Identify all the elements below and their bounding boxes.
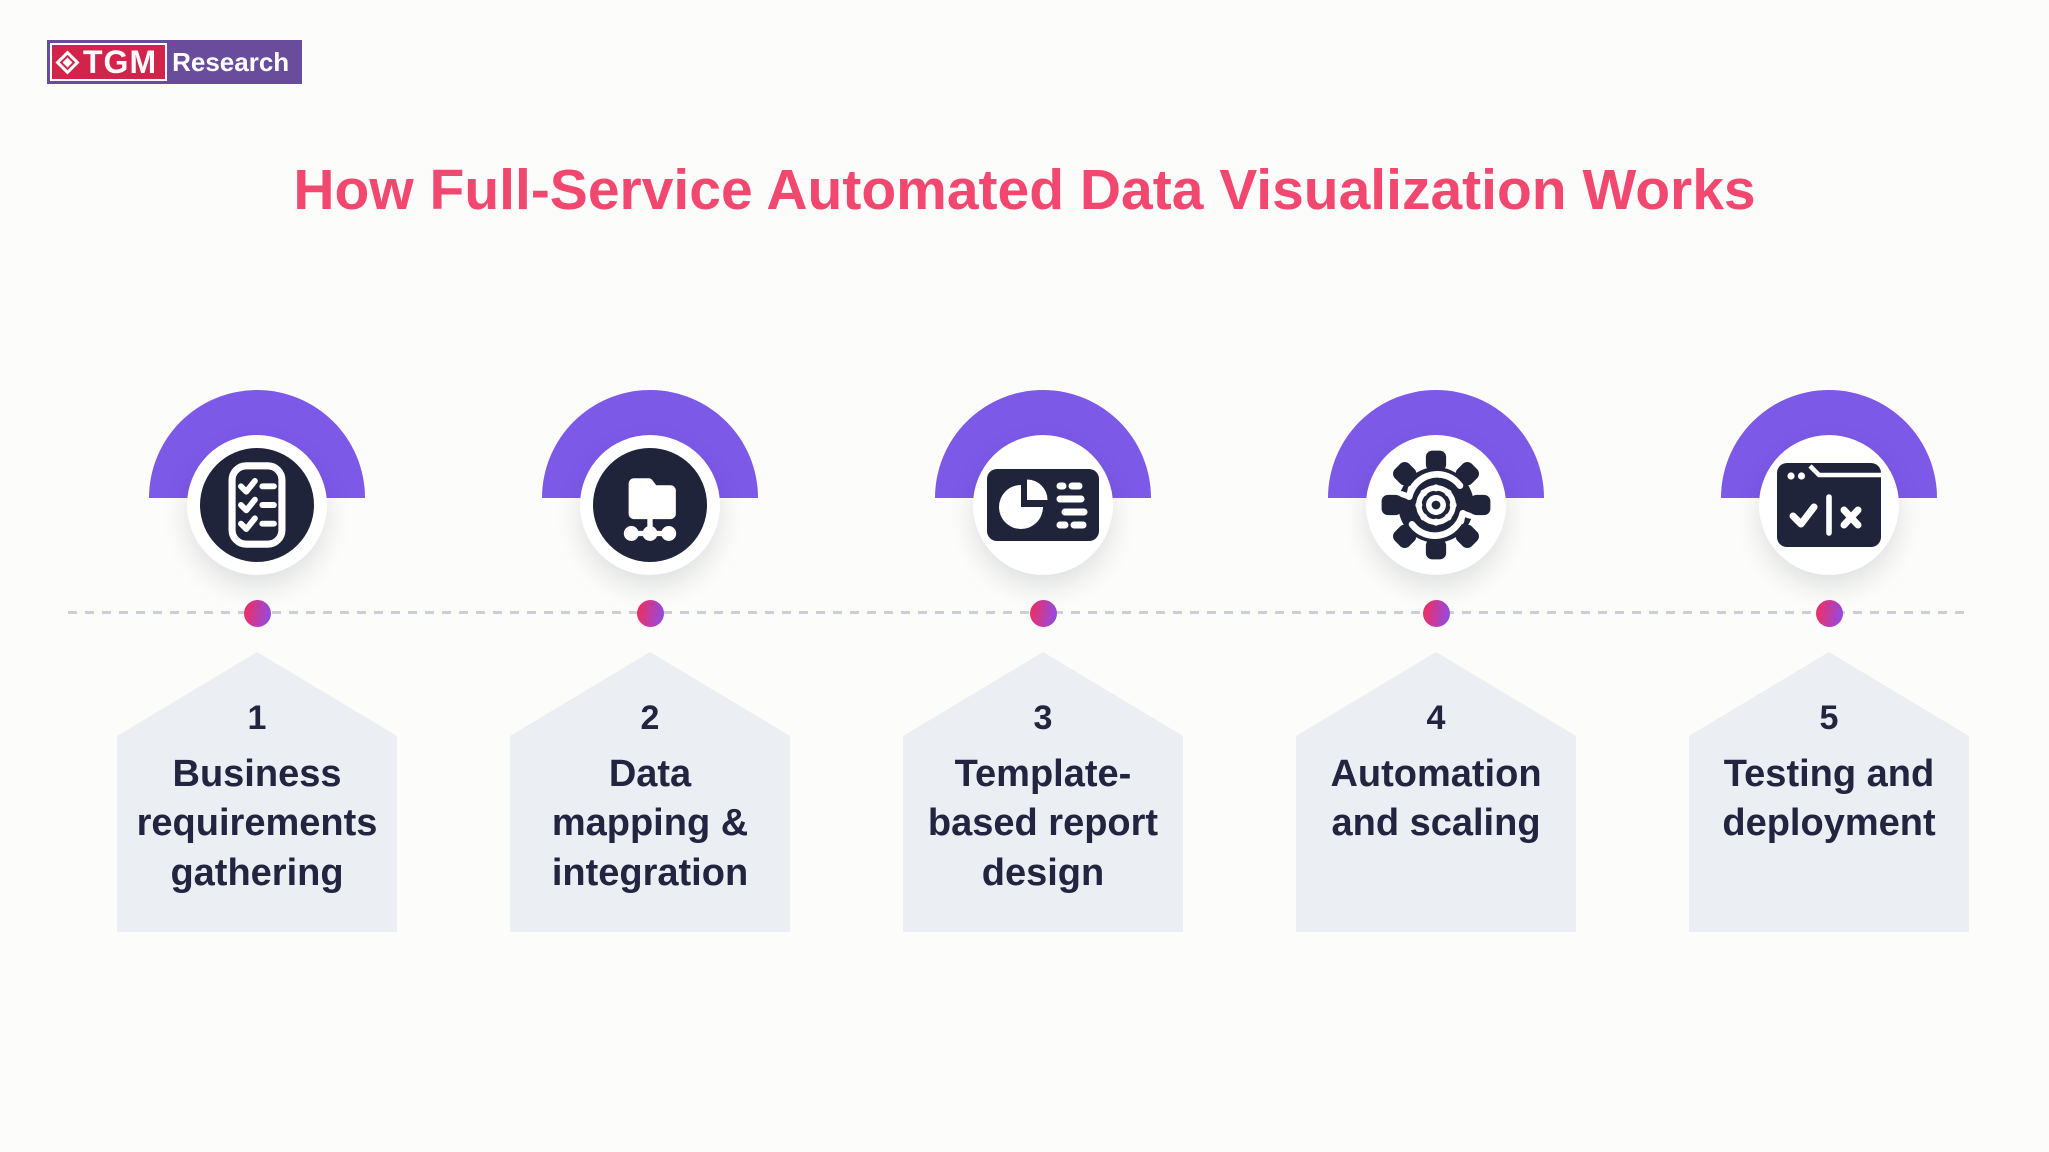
gear-automation-icon	[1381, 450, 1491, 560]
step-number: 5	[1819, 699, 1839, 737]
timeline-dashed-line	[68, 611, 1972, 614]
step-pentagon: 1 Business requirements gathering	[117, 652, 397, 932]
step-number: 4	[1426, 699, 1446, 737]
step-label: Business requirements gathering	[136, 753, 378, 894]
step-pentagon: 5 Testing and deployment	[1689, 652, 1969, 932]
step-pentagon: 2 Data mapping & integration	[510, 652, 790, 932]
step-3: 3 Template- based report design	[883, 390, 1203, 932]
checklist-icon	[200, 448, 314, 562]
timeline-dot-3	[1029, 600, 1057, 627]
timeline-dot-2	[636, 600, 664, 627]
step-label: Data mapping & integration	[551, 753, 749, 894]
step-1: 1 Business requirements gathering	[97, 390, 417, 932]
icon-badge	[580, 435, 720, 575]
logo-tgm-text: TGM	[83, 44, 158, 80]
step-number: 3	[1033, 699, 1053, 737]
timeline-dot-1	[243, 600, 271, 627]
diamond-icon	[55, 49, 80, 75]
logo-research-text: Research	[172, 47, 290, 77]
brand-logo: TGM Research	[47, 40, 303, 84]
page-title: How Full-Service Automated Data Visualiz…	[293, 158, 1756, 222]
step-4: 4 Automation and scaling	[1276, 390, 1596, 932]
step-label: Testing and deployment	[1722, 753, 1936, 845]
testing-window-icon	[1777, 463, 1881, 547]
folder-network-icon	[593, 448, 707, 562]
icon-badge	[1366, 435, 1506, 575]
logo-red-block: TGM	[50, 43, 168, 81]
step-pentagon: 4 Automation and scaling	[1296, 652, 1576, 932]
timeline-dot-5	[1815, 600, 1843, 627]
timeline-dot-4	[1422, 600, 1450, 627]
step-number: 2	[640, 699, 660, 737]
step-label: Automation and scaling	[1330, 753, 1542, 845]
step-number: 1	[247, 699, 267, 737]
icon-badge	[1759, 435, 1899, 575]
step-label: Template- based report design	[927, 753, 1159, 894]
icon-badge	[187, 435, 327, 575]
step-5: 5 Testing and deployment	[1669, 390, 1989, 932]
icon-badge	[973, 435, 1113, 575]
step-pentagon: 3 Template- based report design	[903, 652, 1183, 932]
step-2: 2 Data mapping & integration	[490, 390, 810, 932]
dashboard-report-icon	[987, 469, 1099, 541]
